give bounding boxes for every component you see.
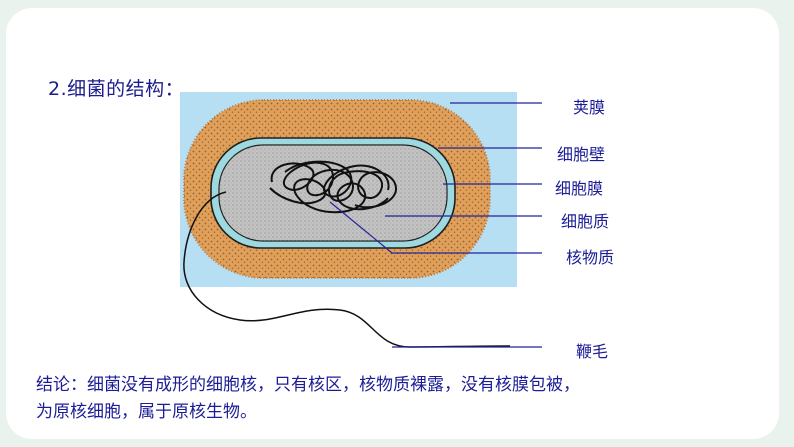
conclusion-line-2: 为原核细胞，属于原核生物。 [36, 402, 257, 422]
conclusion-text: 结论：细菌没有成形的细胞核，只有核区，核物质裸露，没有核膜包被， 为原核细胞，属… [36, 372, 766, 426]
nucleoid-shape [269, 160, 398, 214]
flagellum-label: 鞭毛 [576, 342, 609, 361]
cytoplasm-label: 细胞质 [561, 212, 610, 231]
conclusion-line-1: 结论：细菌没有成形的细胞核，只有核区，核物质裸露，没有核膜包被， [36, 375, 580, 395]
nucleoid-leader [329, 201, 542, 254]
cell-wall-label: 细胞壁 [557, 145, 606, 164]
slide-heading: 2.细菌的结构： [48, 78, 185, 100]
nucleoid-label: 核物质 [566, 248, 615, 267]
cell-membrane-label: 细胞膜 [555, 179, 604, 198]
capsule-label: 荚膜 [573, 98, 606, 117]
